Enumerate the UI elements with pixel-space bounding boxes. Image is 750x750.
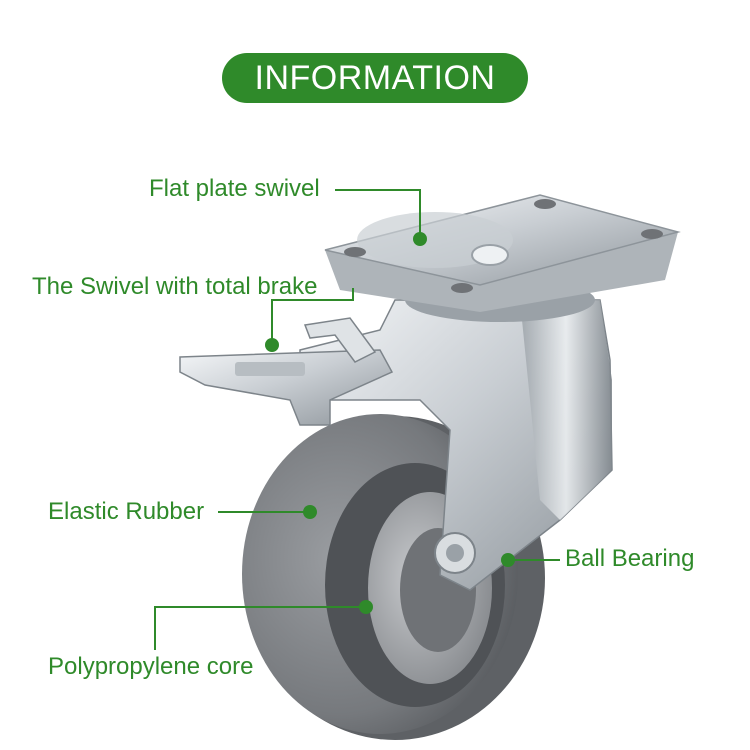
label-swivel-total-brake: The Swivel with total brake <box>32 273 318 300</box>
information-title: INFORMATION <box>254 58 496 97</box>
label-flat-plate-swivel: Flat plate swivel <box>149 175 320 202</box>
rubber-dot <box>303 505 317 519</box>
information-badge: INFORMATION <box>222 53 528 103</box>
bolt-hole <box>534 199 556 209</box>
flat-plate-leader <box>335 189 421 237</box>
callout-dots <box>265 232 515 614</box>
flat-plate <box>324 194 681 322</box>
flat-plate-dot <box>413 232 427 246</box>
core-dot <box>359 600 373 614</box>
bolt-hole <box>344 247 366 257</box>
brake-leader <box>271 288 354 343</box>
bearing-dot <box>501 553 515 567</box>
total-brake <box>179 317 394 426</box>
callout-lines <box>154 189 560 650</box>
bolt-hole <box>451 283 473 293</box>
bolt-hole <box>641 229 663 239</box>
label-ball-bearing: Ball Bearing <box>565 545 695 572</box>
label-elastic-rubber: Elastic Rubber <box>48 498 205 525</box>
core-leader <box>154 606 366 650</box>
label-polypropylene-core: Polypropylene core <box>48 653 254 680</box>
brake-dot <box>265 338 279 352</box>
